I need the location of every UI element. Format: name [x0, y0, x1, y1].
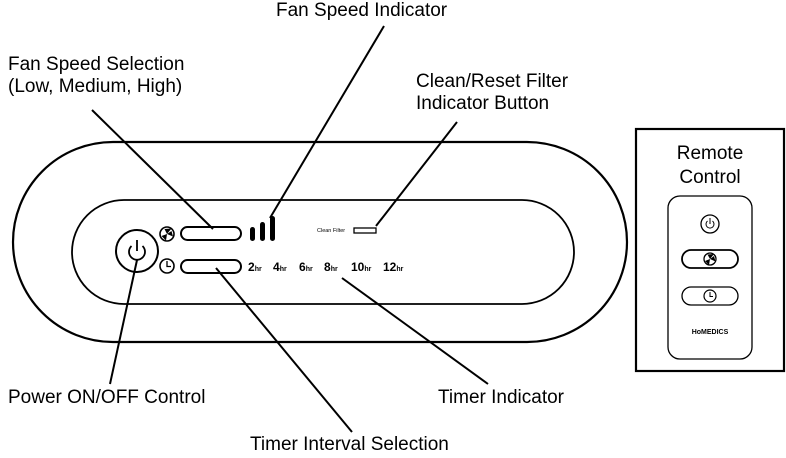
- timer-8hr-value: 8: [324, 260, 331, 274]
- label-fan-speed-selection: Fan Speed Selection (Low, Medium, High): [8, 54, 184, 98]
- timer-4hr-unit: hr: [280, 266, 287, 273]
- timer-2hr-unit: hr: [255, 266, 262, 273]
- fan-icon: [703, 252, 717, 266]
- clock-icon: [159, 258, 175, 274]
- label-fan-speed-selection-line2: (Low, Medium, High): [8, 76, 183, 97]
- leader-fan-speed-selection: [91, 109, 214, 230]
- label-clean-reset-filter-line1: Clean/Reset Filter: [416, 71, 569, 92]
- remote-fan-button[interactable]: [681, 249, 739, 269]
- svg-text:6hr: 6hr: [299, 260, 313, 274]
- remote-title: Remote Control: [636, 142, 784, 190]
- leader-timer-interval: [215, 267, 353, 433]
- fan-speed-bar-low: [250, 227, 255, 241]
- label-timer-indicator: Timer Indicator: [438, 387, 564, 408]
- remote-timer-button[interactable]: [681, 286, 739, 306]
- leader-clean-filter: [375, 121, 458, 227]
- control-panel: [71, 199, 575, 305]
- clean-filter-button[interactable]: [353, 227, 377, 234]
- power-icon: [128, 240, 146, 261]
- label-timer-interval-selection: Timer Interval Selection: [250, 434, 449, 455]
- remote-title-line2: Control: [679, 167, 741, 188]
- svg-text:2hr: 2hr: [248, 260, 262, 274]
- timer-8hr-unit: hr: [331, 266, 338, 273]
- timer-10hr-unit: hr: [364, 266, 371, 273]
- timer-12hr-unit: hr: [396, 266, 403, 273]
- fan-speed-bar-high: [270, 216, 275, 241]
- timer-indicator: 2hr 4hr 6hr 8hr 10hr 12hr: [248, 260, 404, 274]
- power-button[interactable]: [115, 229, 159, 273]
- fan-speed-button[interactable]: [180, 226, 242, 241]
- svg-text:4hr: 4hr: [273, 260, 287, 274]
- label-clean-reset-filter: Clean/Reset Filter Indicator Button: [416, 71, 568, 115]
- power-icon: [705, 218, 715, 229]
- clock-icon: [703, 289, 717, 303]
- fan-icon: [159, 226, 175, 242]
- timer-6hr-value: 6: [299, 260, 306, 274]
- timer-button[interactable]: [180, 259, 242, 274]
- label-power-control: Power ON/OFF Control: [8, 387, 206, 408]
- svg-text:8hr: 8hr: [324, 260, 338, 274]
- leader-timer-indicator: [341, 277, 489, 385]
- outer-housing: [11, 140, 629, 344]
- fan-speed-indicator: [250, 216, 275, 241]
- remote-power-button[interactable]: [700, 214, 720, 234]
- timer-4hr-value: 4: [273, 260, 280, 274]
- timer-10hr-value: 10: [351, 260, 365, 274]
- remote-brand-logo: HoMEDICS: [692, 329, 729, 336]
- label-clean-reset-filter-line2: Indicator Button: [416, 93, 550, 114]
- label-fan-speed-selection-line1: Fan Speed Selection: [8, 54, 185, 75]
- leader-fan-speed-indicator: [269, 25, 385, 219]
- remote-box: [634, 127, 786, 373]
- leader-power: [109, 259, 138, 385]
- timer-6hr-unit: hr: [306, 266, 313, 273]
- timer-2hr-value: 2: [248, 260, 255, 274]
- timer-12hr-value: 12: [383, 260, 397, 274]
- label-fan-speed-indicator: Fan Speed Indicator: [276, 0, 448, 21]
- remote-title-line1: Remote: [676, 143, 744, 164]
- fan-speed-bar-medium: [260, 222, 265, 241]
- clean-filter-label: Clean Filter: [317, 228, 345, 234]
- svg-text:10hr: 10hr: [351, 260, 372, 274]
- remote-body: [667, 195, 753, 360]
- svg-text:12hr: 12hr: [383, 260, 404, 274]
